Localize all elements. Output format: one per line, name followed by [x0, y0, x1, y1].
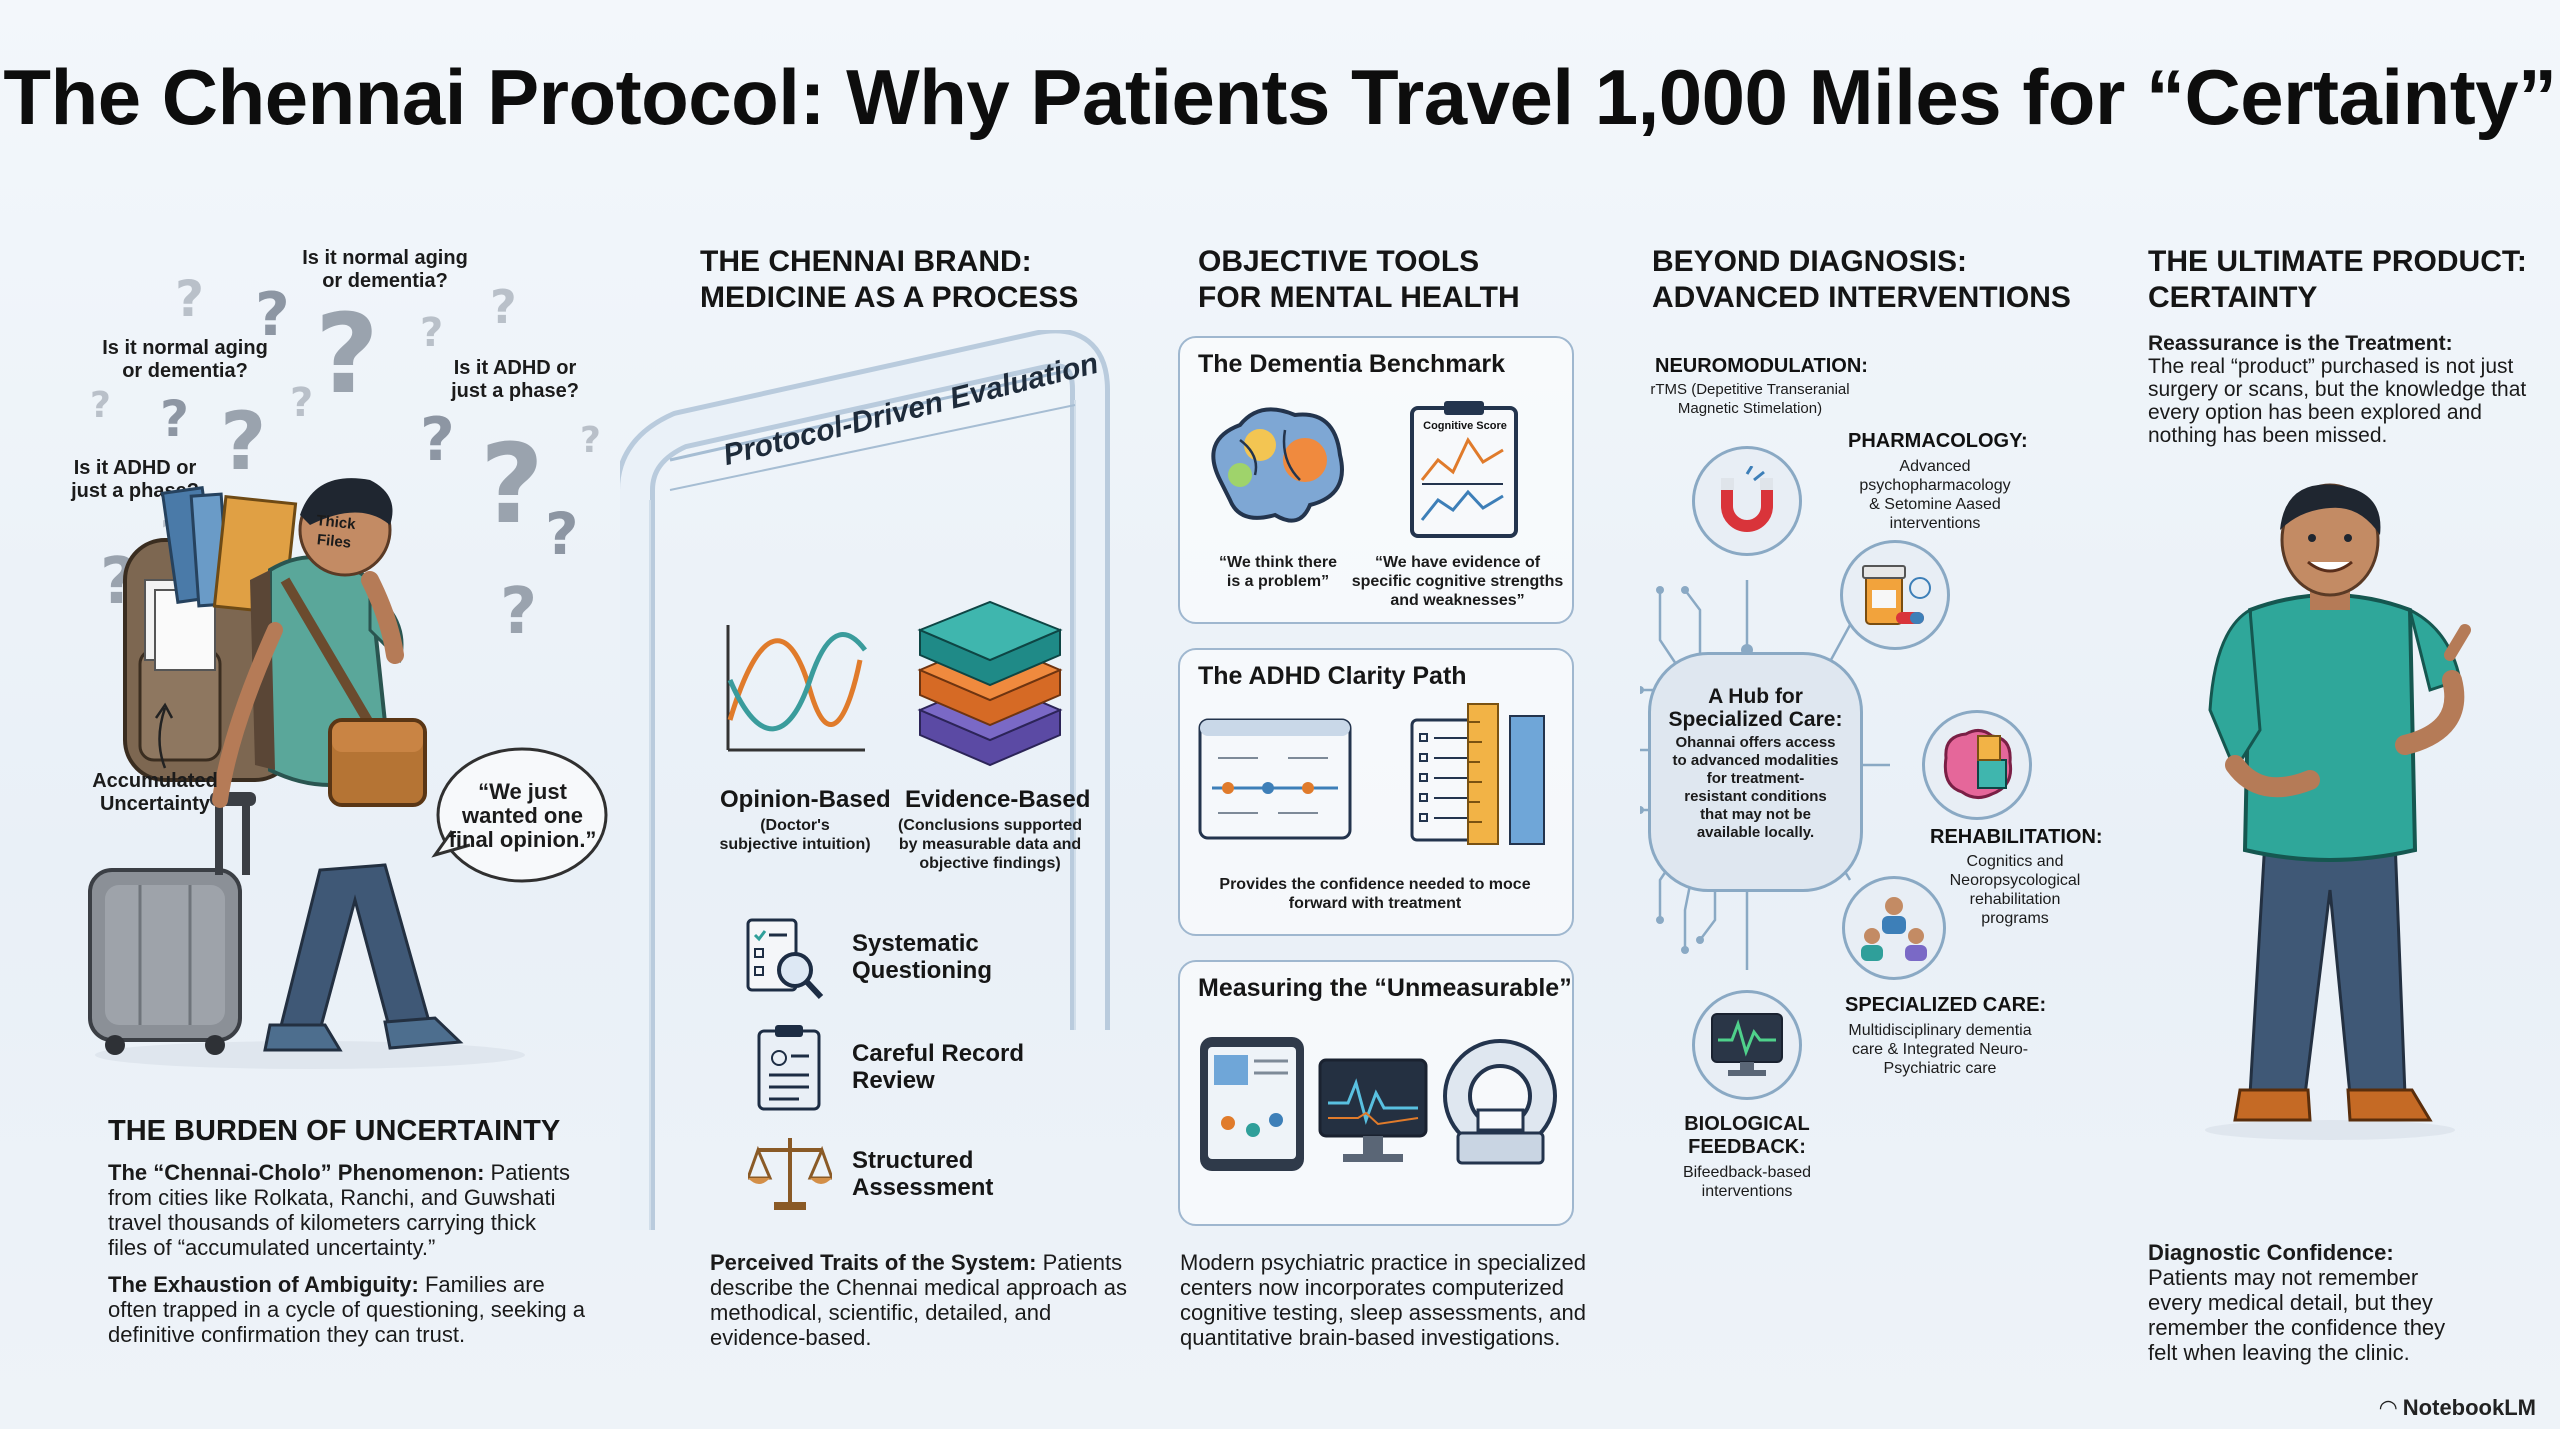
burden-paragraph-1: The “Chennai-Cholo” Phenomenon: Patients… — [108, 1160, 571, 1260]
opinion-label: Opinion-Based — [720, 786, 891, 813]
quote-evidence: “We have evidence of specific cognitive … — [1351, 554, 1564, 609]
quote-problem: “We think there is a problem” — [1219, 554, 1337, 590]
accumulated-uncertainty-label: Accumulated Uncertainty — [92, 770, 218, 815]
clipboard-label: Cognitive Score — [1423, 420, 1507, 432]
ultimate-product-heading: THE ULTIMATE PRODUCT: CERTAINTY — [2148, 245, 2527, 314]
hub-sub: Ohannai offers access to advanced modali… — [1672, 734, 1839, 841]
question-mark-icon: ? — [175, 270, 205, 328]
burden-heading: THE BURDEN OF UNCERTAINTY — [108, 1115, 561, 1147]
biofeedback-monitor-icon — [1711, 1013, 1783, 1076]
biofeedback-title: BIOLOGICAL FEEDBACK: — [1684, 1113, 1810, 1158]
notebooklm-logo-icon: ◠ — [2379, 1396, 2397, 1421]
pharmacology-node — [1840, 540, 1950, 650]
question-mark-icon: ? — [545, 500, 579, 568]
magnet-icon — [1721, 466, 1773, 532]
clipboard-icon — [757, 1025, 821, 1111]
dementia-benchmark-title: The Dementia Benchmark — [1198, 350, 1506, 378]
step-structured-assessment: Structured Assessment — [852, 1147, 994, 1201]
question-mark-icon: ? — [480, 420, 544, 548]
neuromodulation-title: NEUROMODULATION: — [1655, 355, 1868, 377]
cognitive-score-clipboard — [1410, 401, 1518, 538]
question-mark-icon: ? — [490, 280, 517, 334]
question-mark-icon: ? — [580, 420, 601, 461]
question-text: Is it ADHD or just a phase? — [451, 357, 579, 402]
measuring-title: Measuring the “Unmeasurable” — [1198, 974, 1572, 1002]
brain-icon — [1211, 407, 1344, 523]
pharmacology-sub: Advanced psychopharmacology & Setomine A… — [1859, 458, 2011, 532]
specialized-care-sub: Multidisciplinary dementia care & Integr… — [1848, 1022, 2032, 1077]
monitor-icon — [1318, 1058, 1428, 1162]
neuromodulation-node — [1692, 446, 1802, 556]
mri-scanner-icon — [1443, 1039, 1557, 1165]
question-text: Is it normal aging or dementia? — [302, 247, 468, 292]
adhd-clarity-title: The ADHD Clarity Path — [1198, 662, 1467, 690]
chennai-brand-heading: THE CHENNAI BRAND: MEDICINE AS A PROCESS — [700, 245, 1079, 314]
evidence-stack-icon — [917, 600, 1063, 767]
burden-paragraph-2: The Exhaustion of Ambiguity: Families ar… — [108, 1272, 585, 1347]
notebooklm-brand: ◠ NotebookLM — [2379, 1395, 2536, 1421]
tablet-icon — [1200, 1037, 1304, 1171]
pill-bottle-icon — [1862, 565, 1931, 625]
chennai-brand-footer: Perceived Traits of the System: Patients… — [710, 1250, 1128, 1350]
pharmacology-title: PHARMACOLOGY: — [1848, 430, 2028, 452]
opinion-sub: (Doctor's subjective intuition) — [719, 817, 871, 853]
bubble-quote: “We just wanted one final opinion.” — [448, 779, 597, 852]
rehabilitation-title: REHABILITATION: — [1930, 826, 2103, 848]
objective-tools-footer: Modern psychiatric practice in specializ… — [1180, 1250, 1587, 1350]
question-mark-icon: ? — [90, 385, 111, 426]
question-mark-icon: ? — [420, 405, 455, 475]
evidence-sub: (Conclusions supported by measurable dat… — [898, 817, 1082, 872]
neuromodulation-sub: rTMS (Depetitive Transeranial Magnetic S… — [1650, 381, 1850, 417]
specialized-care-title: SPECIALIZED CARE: — [1845, 994, 2047, 1016]
question-mark-icon: ? — [315, 290, 379, 418]
question-mark-icon: ? — [220, 395, 267, 488]
rehabilitation-sub: Cognitics and Neoropsycological rehabili… — [1949, 853, 2081, 927]
question-mark-icon: ? — [500, 575, 538, 649]
puzzle-brain-icon — [1943, 729, 2013, 799]
step-systematic-questioning: Systematic Questioning — [852, 930, 992, 984]
evidence-label: Evidence-Based — [905, 786, 1091, 813]
scales-icon — [748, 1138, 832, 1210]
confident-person-illustration — [2205, 483, 2471, 1140]
ultimate-product-paragraph-1: Reassurance is the Treatment:The real “p… — [2148, 332, 2527, 447]
care-team-icon — [1861, 897, 1927, 961]
question-text: Is it normal aging or dementia? — [102, 337, 268, 382]
advanced-interventions-heading: BEYOND DIAGNOSIS: ADVANCED INTERVENTIONS — [1652, 245, 2071, 314]
step-careful-record-review: Careful Record Review — [852, 1040, 1025, 1094]
timeline-screen-icon — [1198, 718, 1352, 840]
speech-bubble — [431, 747, 608, 883]
ultimate-product-paragraph-2: Diagnostic Confidence: Patients may not … — [2148, 1240, 2446, 1365]
arch-illustration — [620, 330, 1110, 1230]
hub-circle — [1648, 652, 1863, 892]
biofeedback-sub: Bifeedback-based interventions — [1682, 1164, 1812, 1200]
opinion-chart-icon — [726, 625, 867, 752]
hub-title: A Hub for Specialized Care: — [1668, 685, 1843, 731]
question-mark-icon: ? — [255, 280, 290, 350]
question-mark-icon: ? — [290, 380, 314, 426]
objective-tools-heading: OBJECTIVE TOOLS FOR MENTAL HEALTH — [1198, 245, 1520, 314]
checklist-ruler-icon — [1410, 703, 1545, 845]
arrow-icon — [154, 702, 174, 769]
magnifier-checklist-icon — [746, 918, 824, 1000]
adhd-caption: Provides the confidence needed to moce f… — [1219, 876, 1531, 912]
files-label: Thick Files — [315, 512, 357, 552]
page-title: The Chennai Protocol: Why Patients Trave… — [3, 53, 2557, 141]
question-mark-icon: ? — [420, 310, 444, 356]
traveler-illustration — [88, 478, 525, 1069]
question-mark-icon: ? — [160, 390, 190, 448]
